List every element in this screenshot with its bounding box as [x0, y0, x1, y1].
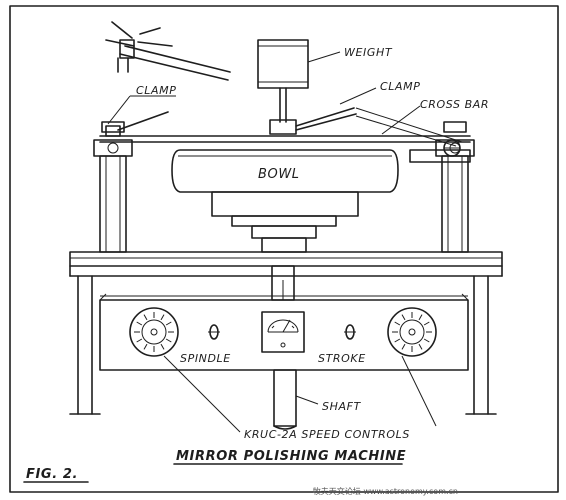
knob-tick — [423, 321, 430, 326]
label-speed-controls: KRUC-2A SPEED CONTROLS — [244, 428, 410, 441]
toggle-switch-right — [344, 324, 356, 340]
knob-tick — [136, 338, 143, 343]
cross-bar — [99, 107, 471, 163]
weight — [257, 39, 309, 123]
knob-tick-marks — [134, 312, 432, 352]
toggle-switch-left — [208, 324, 220, 340]
label-weight: WEIGHT — [344, 46, 393, 59]
knob-tick — [160, 343, 165, 350]
knob-tick — [418, 343, 423, 350]
stroke-control-knob — [387, 307, 437, 357]
knob-tick — [165, 338, 172, 343]
label-bowl: BOWL — [258, 167, 300, 182]
knob-tick — [394, 321, 401, 326]
label-clamp-right: CLAMP — [380, 80, 420, 93]
page-border — [9, 5, 559, 493]
shaft — [271, 265, 297, 430]
knob-tick — [136, 321, 143, 326]
table-top — [69, 251, 503, 277]
leader-lines — [107, 51, 437, 433]
spindle-control-knob — [129, 307, 179, 357]
label-cross-bar: CROSS BAR — [420, 98, 489, 111]
knob-tick — [418, 314, 423, 321]
fig-label: FIG. 2. — [26, 467, 78, 482]
label-stroke: STROKE — [318, 352, 366, 365]
watermark: 牧夫天文论坛 www.astronomy.com.cn — [313, 486, 458, 496]
knob-tick — [401, 314, 406, 321]
label-clamp-left: CLAMP — [136, 84, 176, 97]
knob-tick — [165, 321, 172, 326]
clamp-sketch — [105, 21, 231, 81]
knob-tick — [423, 338, 430, 343]
meter — [261, 311, 305, 353]
label-shaft: SHAFT — [322, 400, 362, 413]
knob-tick — [401, 343, 406, 350]
legs — [69, 275, 497, 415]
knob-tick — [160, 314, 165, 321]
label-spindle: SPINDLE — [180, 352, 231, 365]
knob-tick — [143, 314, 148, 321]
knob-tick — [394, 338, 401, 343]
knob-tick — [143, 343, 148, 350]
title: MIRROR POLISHING MACHINE — [176, 449, 406, 464]
bowl — [171, 149, 399, 253]
